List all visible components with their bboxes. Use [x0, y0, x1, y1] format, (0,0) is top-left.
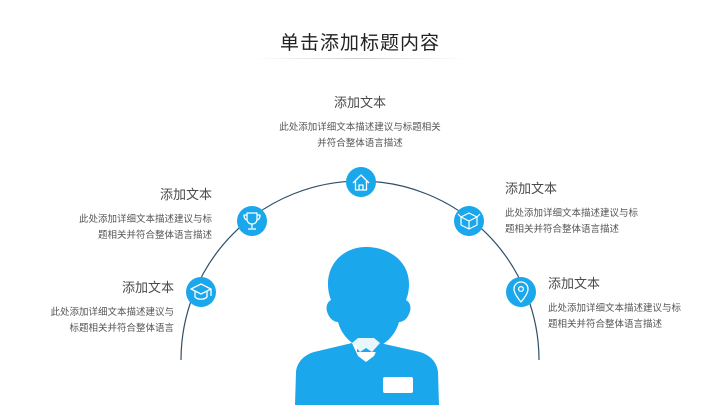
node-home	[346, 167, 376, 197]
node-location	[506, 277, 536, 307]
item-upper-right: 添加文本 此处添加详细文本描述建议与标 题相关并符合整体语言描述	[505, 178, 675, 238]
item-desc: 此处添加详细文本描述建议与标 题相关并符合整体语言描述	[548, 303, 682, 330]
item-upper-left: 添加文本 此处添加详细文本描述建议与标 题相关并符合整体语言描述	[40, 184, 212, 244]
item-lower-right: 添加文本 此处添加详细文本描述建议与标 题相关并符合整体语言描述	[548, 273, 716, 333]
home-icon	[352, 174, 370, 191]
node-trophy	[237, 206, 267, 236]
item-heading: 添加文本	[505, 182, 558, 197]
item-desc: 此处添加详细文本描述建议与标 题相关并符合整体语言描述	[505, 208, 639, 235]
graduation-cap-icon	[190, 283, 212, 300]
node-box	[454, 206, 484, 236]
trophy-icon	[243, 212, 261, 230]
item-desc: 此处添加详细文本描述建议与 标题相关并符合整体语言	[50, 307, 174, 334]
title-underline	[255, 58, 465, 59]
slide-title: 单击添加标题内容	[279, 32, 440, 54]
node-graduation	[186, 277, 216, 307]
person-icon	[295, 247, 439, 405]
item-heading: 添加文本	[159, 188, 212, 203]
item-lower-left: 添加文本 此处添加详细文本描述建议与 标题相关并符合整体语言	[20, 277, 174, 337]
box-icon	[457, 212, 481, 230]
badge-shape	[383, 377, 413, 393]
item-top: 添加文本 此处添加详细文本描述建议与标题相关 并符合整体语言描述	[255, 92, 465, 152]
item-heading: 添加文本	[548, 277, 601, 292]
item-desc: 此处添加详细文本描述建议与标 题相关并符合整体语言描述	[78, 214, 212, 241]
item-heading: 添加文本	[121, 281, 174, 296]
location-pin-icon	[513, 281, 529, 303]
item-heading: 添加文本	[333, 96, 386, 111]
item-desc: 此处添加详细文本描述建议与标题相关 并符合整体语言描述	[279, 122, 441, 149]
